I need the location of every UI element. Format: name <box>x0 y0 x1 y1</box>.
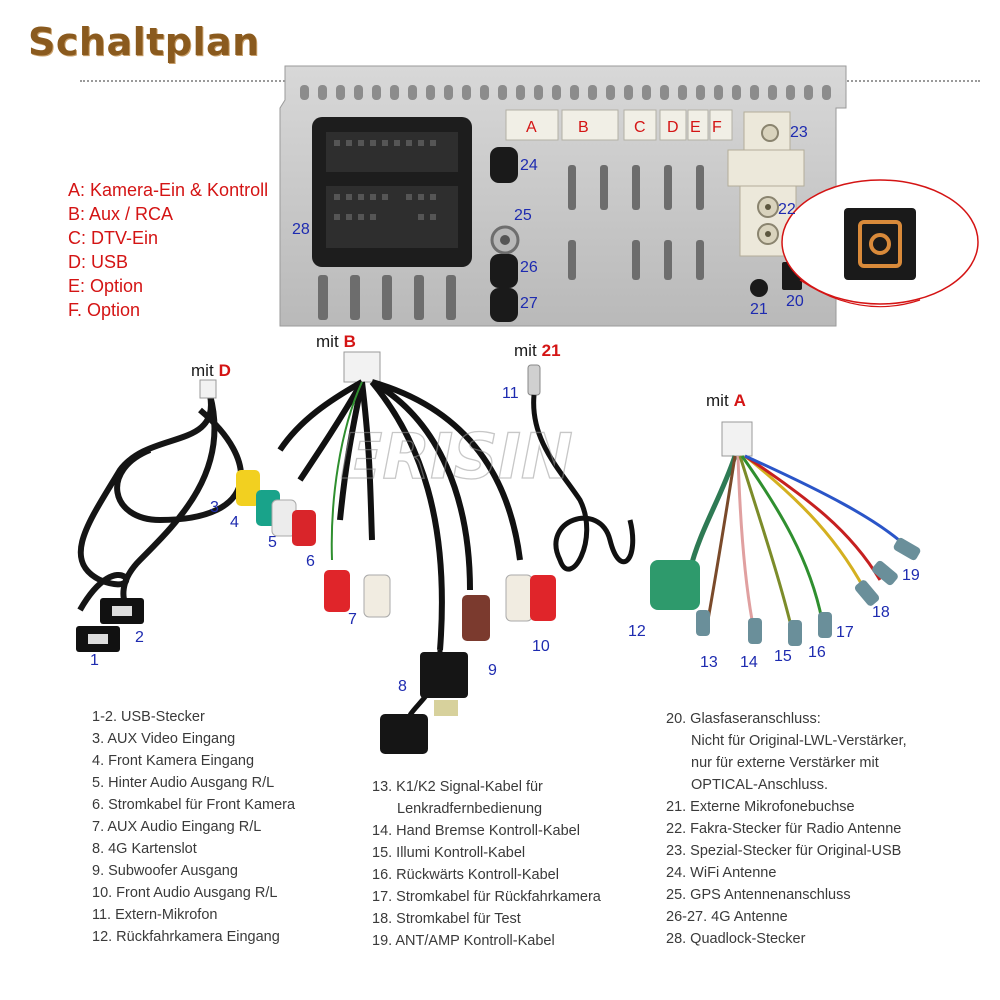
description-item: 28. Quadlock-Stecker <box>666 931 806 947</box>
connector-letter-e: E <box>690 119 701 136</box>
cable-number-10: 10 <box>532 638 550 655</box>
description-item: 19. ANT/AMP Kontroll-Kabel <box>372 933 555 949</box>
description-list-2: 13. K1/K2 Signal-Kabel für Lenkradfernbe… <box>372 776 632 952</box>
description-item-20: 20. Glasfaseranschluss: Nicht für Origin… <box>666 708 966 796</box>
description-item: 25. GPS Antennenanschluss <box>666 887 851 903</box>
fakra-block <box>727 111 805 257</box>
port-number-28: 28 <box>292 221 310 238</box>
cable-number-15: 15 <box>774 648 792 665</box>
description-item: 11. Extern-Mikrofon <box>92 907 218 923</box>
description-item: 1-2. USB-Stecker <box>92 709 205 725</box>
usb-cable <box>76 379 244 652</box>
description-item: 8. 4G Kartenslot <box>92 841 197 857</box>
connector-letter-a: A <box>526 119 537 136</box>
cable-number-18: 18 <box>872 604 890 621</box>
cable-number-3: 3 <box>210 499 219 516</box>
description-item: 7. AUX Audio Eingang R/L <box>92 819 262 835</box>
description-item: 22. Fakra-Stecker für Radio Antenne <box>666 821 902 837</box>
cable-number-17: 17 <box>836 624 854 641</box>
description-list-3: 20. Glasfaseranschluss: Nicht für Origin… <box>666 708 966 950</box>
description-item: 26-27. 4G Antenne <box>666 909 788 925</box>
connector-letter-b: B <box>578 119 589 136</box>
connector-letter-f: F <box>712 119 722 136</box>
port-number-22: 22 <box>778 201 796 218</box>
mic-cable <box>527 364 636 572</box>
legend-item-a: A: Kamera-Ein & Kontroll <box>68 180 269 200</box>
description-item: 5. Hinter Audio Ausgang R/L <box>92 775 275 791</box>
camera-harness <box>650 421 921 646</box>
description-line: 20. Glasfaseranschluss: <box>666 711 821 727</box>
connector-legend: A: Kamera-Ein & Kontroll B: Aux / RCA C:… <box>68 178 278 322</box>
mic-jack <box>750 279 768 297</box>
port-number-20: 20 <box>786 293 804 310</box>
description-item: 17. Stromkabel für Rückfahrkamera <box>372 889 601 905</box>
description-item: 14. Hand Bremse Kontroll-Kabel <box>372 823 580 839</box>
connector-letter-c: C <box>634 119 646 136</box>
antenna-jacks <box>490 147 520 322</box>
legend-item-f: F. Option <box>68 300 141 320</box>
cable-number-2: 2 <box>135 629 144 646</box>
cable-number-6: 6 <box>306 553 315 570</box>
description-item: 3. AUX Video Eingang <box>92 731 236 747</box>
cable-number-9: 9 <box>488 662 497 679</box>
description-line: Nicht für Original-LWL-Verstärker, <box>691 733 907 749</box>
optical-zoom-callout <box>781 179 979 308</box>
quadlock-connector <box>312 117 472 267</box>
description-item: 23. Spezial-Stecker für Original-USB <box>666 843 902 859</box>
description-item: 16. Rückwärts Kontroll-Kabel <box>372 867 559 883</box>
description-line: 13. K1/K2 Signal-Kabel für <box>372 779 543 795</box>
port-number-24: 24 <box>520 157 538 174</box>
description-item: 21. Externe Mikrofonebuchse <box>666 799 855 815</box>
port-number-25: 25 <box>514 207 532 224</box>
description-item: 4. Front Kamera Eingang <box>92 753 255 769</box>
lower-slots <box>318 165 704 320</box>
description-line: OPTICAL-Anschluss. <box>691 777 828 793</box>
description-item: 15. Illumi Kontroll-Kabel <box>372 845 526 861</box>
cable-number-1: 1 <box>90 652 99 669</box>
description-item: 10. Front Audio Ausgang R/L <box>92 885 278 901</box>
pin-headers <box>505 109 733 141</box>
connector-letter-d: D <box>667 119 679 136</box>
legend-item-c: C: DTV-Ein <box>68 228 159 248</box>
page-title: Schaltplan <box>28 20 260 64</box>
vent-slots <box>300 85 831 100</box>
rca-harness <box>236 351 556 754</box>
description-list-1: 1-2. USB-Stecker 3. AUX Video Eingang 4.… <box>92 706 352 948</box>
cable-number-16: 16 <box>808 644 826 661</box>
description-item: 18. Stromkabel für Test <box>372 911 521 927</box>
brand-watermark: ERISIN <box>340 420 573 493</box>
port-number-21: 21 <box>750 301 768 318</box>
legend-item-e: E: Option <box>68 276 144 296</box>
port-number-26: 26 <box>520 259 538 276</box>
cable-number-13: 13 <box>700 654 718 671</box>
cable-number-12: 12 <box>628 623 646 640</box>
cable-number-8: 8 <box>398 678 407 695</box>
cable-number-19: 19 <box>902 567 920 584</box>
cable-number-7: 7 <box>348 611 357 628</box>
rear-panel <box>279 65 847 327</box>
description-item: 6. Stromkabel für Front Kamera <box>92 797 296 813</box>
port-number-23: 23 <box>790 124 808 141</box>
description-item: 24. WiFi Antenne <box>666 865 777 881</box>
cable-number-5: 5 <box>268 534 277 551</box>
legend-item-d: D: USB <box>68 252 129 272</box>
cable-number-4: 4 <box>230 514 239 531</box>
description-item-13: 13. K1/K2 Signal-Kabel für Lenkradfernbe… <box>372 776 632 820</box>
legend-item-b: B: Aux / RCA <box>68 204 174 224</box>
description-item: 9. Subwoofer Ausgang <box>92 863 238 879</box>
description-line: nur für externe Verstärker mit <box>691 755 879 771</box>
description-line: Lenkradfernbedienung <box>397 801 543 817</box>
description-item: 12. Rückfahrkamera Eingang <box>92 929 280 945</box>
cable-number-14: 14 <box>740 654 758 671</box>
cable-number-11: 11 <box>502 385 519 402</box>
port-number-27: 27 <box>520 295 538 312</box>
